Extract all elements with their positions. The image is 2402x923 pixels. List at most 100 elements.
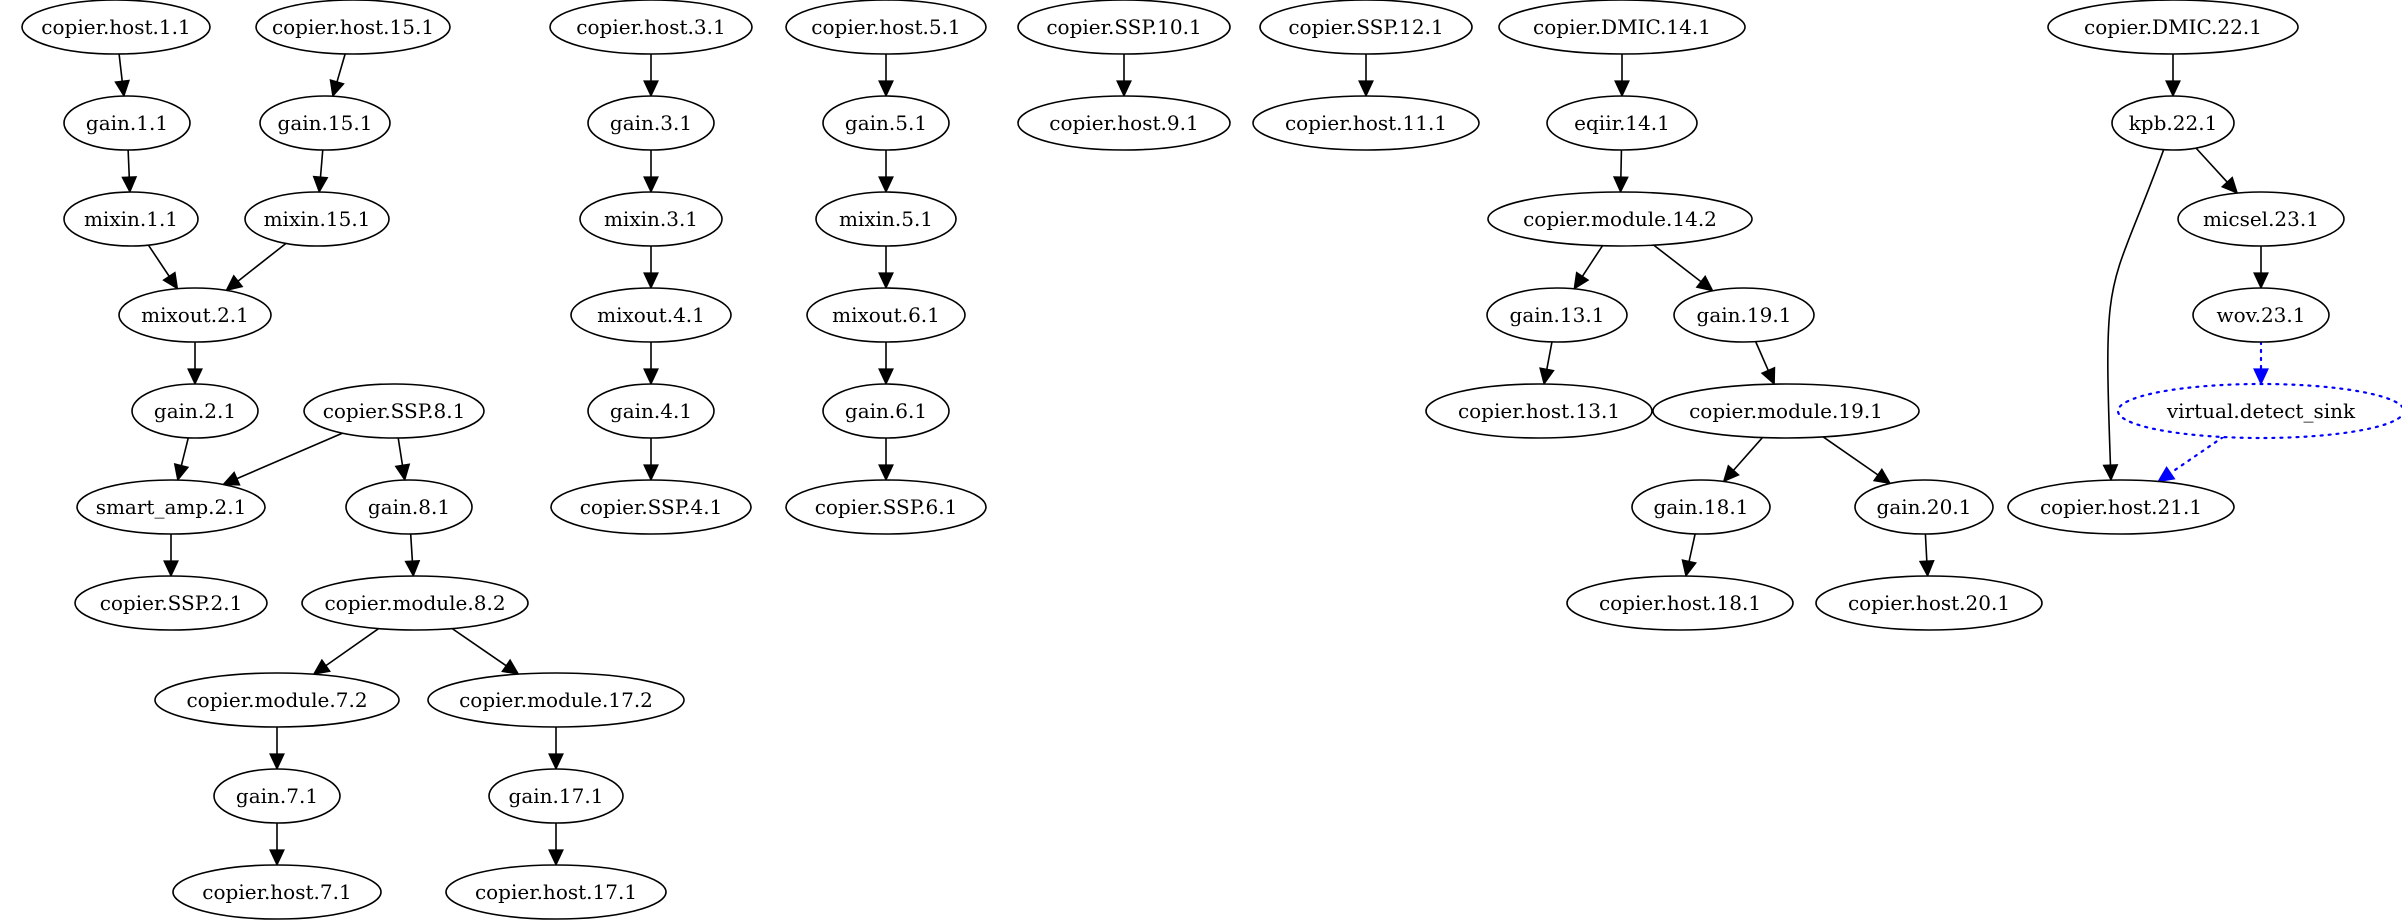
arrowhead — [225, 274, 244, 292]
node-shape — [488, 768, 624, 824]
edge-line — [325, 627, 380, 667]
edge-line — [118, 53, 123, 82]
edge-line — [397, 437, 404, 466]
node-shape — [549, 0, 753, 55]
arrowhead — [1539, 367, 1555, 386]
node-shape — [244, 191, 390, 247]
arrowhead — [269, 849, 285, 867]
node-shape — [587, 383, 715, 439]
node-label: gain.20.1 — [1877, 495, 1972, 519]
node-shape — [1498, 0, 1746, 55]
node-label: gain.18.1 — [1654, 495, 1749, 519]
node-label: eqiir.14.1 — [1574, 111, 1670, 135]
node-shape — [21, 0, 211, 55]
node-label: copier.host.18.1 — [1599, 591, 1761, 615]
edge-line — [1822, 436, 1879, 476]
edge-line — [147, 244, 170, 277]
node-shape — [822, 95, 950, 151]
edge-line — [180, 437, 190, 466]
node-shape — [1631, 479, 1771, 535]
edge-kpb-22-1-to-micsel-23-1 — [2195, 147, 2239, 195]
arrowhead — [548, 753, 564, 771]
node-shape — [301, 575, 529, 631]
arrowhead — [2220, 176, 2239, 195]
node-gain-13-1: gain.13.1 — [1486, 287, 1628, 343]
edge-copier-host-3-1-to-gain-3-1 — [643, 54, 659, 98]
node-label: copier.DMIC.14.1 — [1533, 15, 1711, 39]
edge-gain-15-1-to-mixin-15-1 — [312, 149, 329, 194]
node-shape — [1673, 287, 1815, 343]
edge-gain-19-1-to-copier-module-19-1 — [1754, 341, 1776, 386]
arrowhead — [173, 463, 190, 482]
node-shape — [76, 479, 266, 535]
edge-copier-module-8-2-to-copier-module-7-2 — [312, 627, 380, 676]
node-label: mixin.3.1 — [604, 207, 698, 231]
node-shape — [131, 383, 259, 439]
node-label: gain.17.1 — [509, 784, 604, 808]
node-gain-4-1: gain.4.1 — [587, 383, 715, 439]
edge-copier-module-14-2-to-gain-19-1 — [1653, 244, 1714, 292]
edge-copier-dmic-14-1-to-eqiir-14-1 — [1614, 54, 1630, 98]
edge-line — [1620, 149, 1623, 178]
node-gain-7-1: gain.7.1 — [213, 768, 341, 824]
edge-line — [451, 627, 507, 667]
edge-line — [1581, 245, 1604, 277]
edge-mixin-3-1-to-mixout-4-1 — [643, 246, 659, 290]
arrowhead — [1358, 80, 1374, 98]
node-label: copier.host.20.1 — [1848, 591, 2010, 615]
node-copier-dmic-14-1: copier.DMIC.14.1 — [1498, 0, 1746, 55]
node-shape — [587, 95, 715, 151]
node-gain-17-1: gain.17.1 — [488, 768, 624, 824]
arrowhead — [878, 464, 894, 482]
node-copier-ssp-6-1: copier.SSP.6.1 — [785, 479, 987, 535]
node-copier-host-13-1: copier.host.13.1 — [1425, 383, 1653, 439]
edge-mixin-5-1-to-mixout-6-1 — [878, 246, 894, 290]
edge-gain-13-1-to-copier-host-13-1 — [1539, 341, 1555, 386]
node-copier-dmic-22-1: copier.DMIC.22.1 — [2047, 0, 2299, 55]
node-shape — [550, 479, 752, 535]
node-copier-host-17-1: copier.host.17.1 — [445, 864, 667, 920]
arrowhead — [2157, 466, 2176, 483]
node-shape — [74, 575, 268, 631]
arrowhead — [121, 176, 138, 194]
node-kpb-22-1: kpb.22.1 — [2111, 95, 2235, 151]
node-label: kpb.22.1 — [2129, 111, 2218, 135]
node-label: copier.SSP.2.1 — [100, 591, 243, 615]
node-shape — [1652, 383, 1920, 439]
node-mixout-6-1: mixout.6.1 — [806, 287, 966, 343]
edge-line — [319, 149, 324, 178]
node-label: gain.4.1 — [610, 399, 692, 423]
node-label: gain.19.1 — [1697, 303, 1792, 327]
node-shape — [1259, 0, 1473, 55]
node-label: gain.6.1 — [845, 399, 927, 423]
edge-gain-20-1-to-copier-host-20-1 — [1918, 533, 1935, 578]
edge-line — [236, 432, 343, 480]
node-mixout-4-1: mixout.4.1 — [570, 287, 732, 343]
edge-copier-dmic-22-1-to-kpb-22-1 — [2165, 54, 2181, 98]
node-gain-5-1: gain.5.1 — [822, 95, 950, 151]
arrowhead — [501, 658, 520, 675]
edge-line — [336, 53, 346, 83]
node-mixout-2-1: mixout.2.1 — [118, 287, 272, 343]
node-label: mixout.6.1 — [832, 303, 940, 327]
node-label: copier.host.9.1 — [1049, 111, 1198, 135]
edge-line — [2195, 147, 2228, 183]
node-shape — [1854, 479, 1994, 535]
arrowhead — [1695, 275, 1714, 292]
node-label: copier.host.11.1 — [1285, 111, 1447, 135]
arrowhead — [643, 272, 659, 290]
node-copier-ssp-4-1: copier.SSP.4.1 — [550, 479, 752, 535]
node-mixin-3-1: mixin.3.1 — [579, 191, 723, 247]
edge-copier-ssp-12-1-to-copier-host-11-1 — [1358, 54, 1374, 98]
node-copier-host-1-1: copier.host.1.1 — [21, 0, 211, 55]
node-label: gain.3.1 — [610, 111, 692, 135]
arrowhead — [1760, 366, 1776, 386]
edge-mixout-6-1-to-gain-6-1 — [878, 342, 894, 386]
node-label: gain.7.1 — [236, 784, 318, 808]
node-label: copier.host.3.1 — [576, 15, 725, 39]
edge-gain-4-1-to-copier-ssp-4-1 — [643, 438, 659, 482]
node-gain-1-1: gain.1.1 — [63, 95, 191, 151]
edge-copier-ssp-10-1-to-copier-host-9-1 — [1116, 54, 1132, 98]
arrowhead — [162, 271, 179, 290]
edge-copier-host-15-1-to-gain-15-1 — [329, 53, 346, 98]
